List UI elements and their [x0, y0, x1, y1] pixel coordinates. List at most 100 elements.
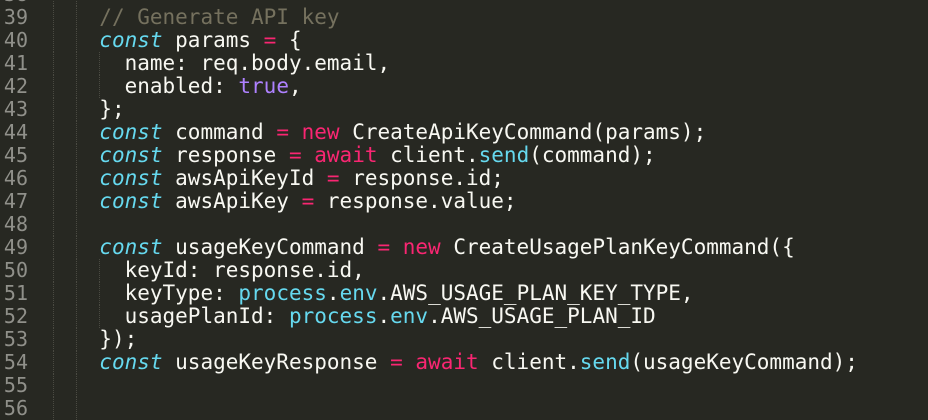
indent-guide: [76, 304, 77, 328]
indent-guide: [76, 235, 77, 259]
token-plain: enabled:: [124, 73, 239, 98]
code-line[interactable]: 44 const command = new CreateApiKeyComman…: [0, 119, 928, 144]
code-text: const response = await client.send(comma…: [99, 142, 656, 167]
indent-guide: [53, 281, 54, 305]
token-plain: (usageKeyCommand);: [630, 349, 858, 374]
line-number: 50: [3, 257, 28, 282]
token-plain: CreateApiKeyCommand(params);: [339, 119, 707, 144]
line-number: 53: [3, 326, 28, 351]
indent-guide: [76, 166, 77, 190]
token-constant: true: [238, 73, 289, 98]
indent-guide: [99, 281, 100, 305]
code-line[interactable]: 56: [0, 396, 928, 420]
indent-guide: [76, 258, 77, 282]
token-keyword: =: [263, 27, 277, 52]
indent-guide: [53, 28, 54, 52]
indent-guide: [76, 97, 77, 121]
token-plain: params: [162, 27, 264, 52]
token-plain: name: req.body.email,: [124, 50, 391, 75]
token-comment: // Generate API key: [99, 4, 340, 29]
token-plain: usagePlanId:: [124, 303, 289, 328]
line-number: 41: [3, 50, 28, 75]
token-plain: };: [99, 96, 125, 121]
token-plain: ,: [288, 73, 302, 98]
code-text: const usageKeyResponse = await client.se…: [99, 349, 858, 374]
token-plain: .AWS_USAGE_PLAN_KEY_TYPE,: [377, 280, 694, 305]
token-storage: const: [99, 119, 163, 144]
indent-guide: [76, 5, 77, 29]
indent-guide: [76, 120, 77, 144]
code-text: });: [99, 327, 137, 351]
token-support: send: [478, 142, 530, 167]
line-number: 55: [3, 372, 28, 397]
line-number: 44: [3, 119, 28, 144]
token-plain: [289, 120, 302, 144]
code-line[interactable]: 54 const usageKeyResponse = await client.…: [0, 349, 928, 374]
indent-guide: [76, 350, 77, 374]
indent-guide: [76, 28, 77, 52]
indent-guide: [99, 304, 100, 328]
code-text: const awsApiKey = response.value;: [99, 188, 517, 213]
code-text: const command = new CreateApiKeyCommand(…: [99, 119, 707, 144]
token-keyword: await: [314, 142, 378, 167]
token-storage: const: [99, 142, 163, 167]
line-number: 52: [3, 303, 28, 328]
line-number: 40: [3, 27, 28, 52]
token-storage: const: [99, 188, 163, 213]
code-text: name: req.body.email,: [124, 50, 391, 75]
indent-guide: [53, 166, 54, 190]
code-line[interactable]: 48: [0, 211, 928, 236]
code-line[interactable]: 47 const awsApiKey = response.value;: [0, 188, 928, 213]
token-keyword: =: [326, 165, 340, 190]
token-plain: {: [276, 27, 302, 52]
indent-guide: [53, 327, 54, 351]
token-plain: CreateUsagePlanKeyCommand({: [440, 234, 795, 259]
token-plain: [403, 350, 416, 374]
indent-guide: [53, 212, 54, 236]
indent-guide: [76, 51, 77, 75]
code-line[interactable]: 43};: [0, 96, 928, 121]
code-line[interactable]: 55: [0, 372, 928, 397]
indent-guide: [76, 212, 77, 236]
indent-guide: [53, 235, 54, 259]
token-storage: const: [99, 27, 163, 52]
code-line[interactable]: 41 name: req.body.email,: [0, 50, 928, 75]
line-number: 51: [3, 280, 28, 305]
line-number: 38: [0, 0, 28, 6]
code-line[interactable]: 38: [0, 0, 928, 6]
indent-guide: [76, 74, 77, 98]
line-number: 47: [3, 188, 28, 213]
code-text: const params = {: [99, 27, 302, 52]
line-number: 48: [3, 211, 28, 236]
token-keyword: =: [288, 142, 302, 167]
token-plain: awsApiKey: [162, 188, 302, 213]
code-line[interactable]: 53});: [0, 326, 928, 351]
token-plain: [390, 235, 403, 259]
token-plain: command: [162, 119, 277, 144]
line-number: 42: [3, 73, 28, 98]
code-line[interactable]: 40 const params = {: [0, 27, 928, 52]
line-number: 54: [3, 349, 28, 374]
token-plain: response.value;: [314, 188, 517, 213]
code-text: };: [99, 96, 125, 121]
indent-guide: [53, 258, 54, 282]
code-line[interactable]: 39// Generate API key: [0, 4, 928, 29]
code-line[interactable]: 42 enabled: true,: [0, 73, 928, 98]
token-keyword: new: [301, 119, 340, 144]
line-number: 49: [3, 234, 28, 259]
token-plain: .: [377, 303, 391, 328]
token-support: env: [390, 303, 429, 328]
token-support: env: [339, 280, 378, 305]
code-text: // Generate API key: [99, 4, 340, 29]
token-plain: .AWS_USAGE_PLAN_ID: [428, 303, 656, 328]
token-plain: (command);: [529, 142, 656, 167]
indent-guide: [76, 373, 77, 397]
indent-guide: [53, 350, 54, 374]
